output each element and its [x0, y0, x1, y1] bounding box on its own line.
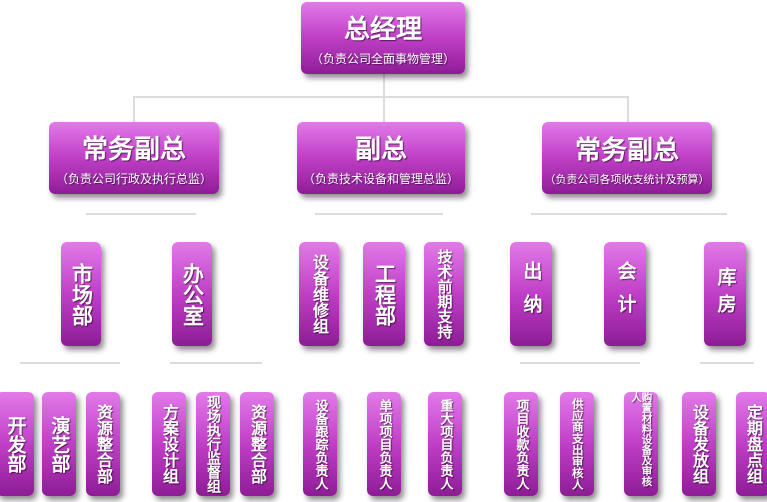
connector — [20, 362, 120, 364]
dept-label: 技术前期支持 — [435, 249, 454, 339]
team-box: 设备发放组 — [682, 392, 716, 496]
dept-box: 工程部 — [363, 242, 405, 346]
deputy-title: 常务副总 — [81, 135, 186, 165]
deputy-box-finance: 常务副总 （负责公司各项收支统计及预算） — [542, 122, 712, 194]
connector — [531, 213, 727, 215]
team-label: 定期盘点组 — [744, 404, 763, 484]
team-label: 购置材料设备及审核人 — [630, 392, 653, 487]
team-label: 设备发放组 — [690, 404, 709, 484]
dept-box: 出纳 — [510, 242, 552, 346]
dept-box: 设备维修组 — [299, 242, 339, 346]
team-label: 开发部 — [4, 415, 27, 473]
deputy-box-admin: 常务副总 （负责公司行政及执行总监） — [49, 122, 219, 194]
team-label: 方案设计组 — [160, 404, 179, 484]
deputy-subtitle: （负责公司行政及执行总监） — [55, 172, 212, 186]
connector — [700, 362, 754, 364]
dept-box: 技术前期支持 — [424, 242, 464, 346]
general-manager-title: 总经理 — [343, 15, 422, 45]
team-box: 定期盘点组 — [736, 392, 767, 496]
team-box: 资源整合部 — [240, 392, 274, 496]
team-label: 资源整合部 — [248, 404, 267, 484]
team-box: 现场执行监督组 — [196, 392, 230, 496]
dept-box: 会计 — [604, 242, 646, 346]
team-box: 购置材料设备及审核人 — [624, 392, 658, 496]
team-label: 资源整合部 — [94, 404, 113, 484]
connector — [627, 96, 629, 122]
dept-label: 库房 — [714, 267, 737, 321]
connector — [133, 96, 629, 98]
general-manager-subtitle: （负责公司全面事物管理） — [310, 52, 455, 66]
connector — [520, 362, 640, 364]
deputy-title: 常务副总 — [574, 135, 679, 166]
connector — [133, 96, 135, 122]
dept-label: 会计 — [614, 261, 637, 327]
team-box: 重大项目负责人 — [428, 392, 462, 496]
team-box: 单项项目负责人 — [367, 392, 401, 496]
connector — [383, 74, 385, 122]
dept-box: 办公室 — [172, 242, 212, 346]
team-box: 设备跟踪负责人 — [303, 392, 337, 496]
dept-box: 库房 — [704, 242, 746, 346]
deputy-title: 副总 — [354, 135, 407, 165]
general-manager-box: 总经理 （负责公司全面事物管理） — [301, 2, 465, 74]
connector — [86, 213, 196, 215]
team-label: 项目收款负责人 — [513, 398, 529, 490]
team-box: 演艺部 — [42, 392, 76, 496]
deputy-subtitle: （负责技术设备和管理总监） — [302, 172, 459, 186]
team-box: 开发部 — [0, 392, 34, 496]
team-label: 重大项目负责人 — [437, 398, 453, 490]
dept-box: 市场部 — [61, 242, 101, 346]
team-label: 单项项目负责人 — [376, 398, 392, 490]
deputy-subtitle: （负责公司各项收支统计及预算） — [544, 172, 710, 186]
team-label: 供应商支出审核人 — [570, 398, 585, 490]
dept-label: 市场部 — [69, 262, 94, 326]
team-label: 现场执行监督组 — [205, 395, 221, 493]
team-box: 项目收款负责人 — [504, 392, 538, 496]
connector — [170, 362, 262, 364]
team-box: 资源整合部 — [86, 392, 120, 496]
dept-label: 办公室 — [180, 262, 205, 326]
team-label: 演艺部 — [48, 415, 71, 473]
dept-label: 出纳 — [520, 261, 543, 327]
deputy-box-tech: 副总 （负责技术设备和管理总监） — [297, 122, 465, 194]
team-label: 设备跟踪负责人 — [312, 398, 328, 490]
team-box: 供应商支出审核人 — [560, 392, 594, 496]
dept-label: 工程部 — [372, 262, 397, 326]
team-box: 方案设计组 — [152, 392, 186, 496]
connector — [315, 213, 443, 215]
dept-label: 设备维修组 — [310, 254, 329, 334]
